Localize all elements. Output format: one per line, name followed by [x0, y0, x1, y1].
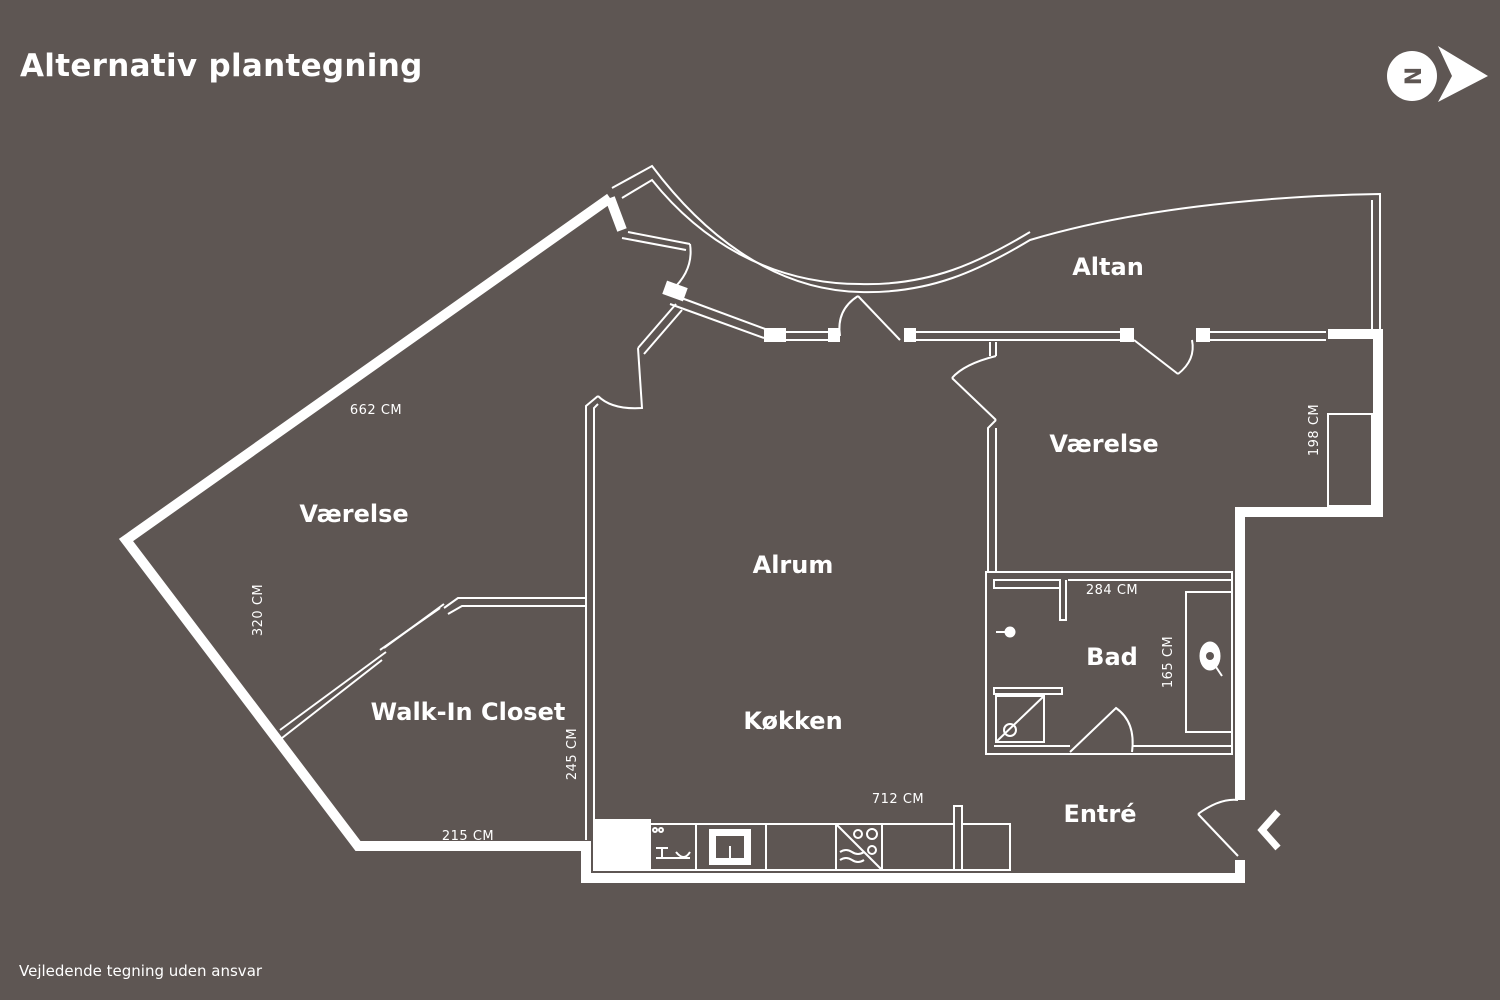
entrance-arrow-icon	[1257, 809, 1281, 851]
compass-letter: N	[1402, 67, 1427, 85]
balcony-outline	[611, 164, 1381, 330]
outer-walls	[118, 193, 1383, 883]
door-swings	[597, 243, 1239, 857]
dimension-662: 662 CM	[350, 403, 402, 418]
room-label-walk-in-closet: Walk-In Closet	[371, 698, 566, 726]
room-label-altan: Altan	[1072, 253, 1144, 281]
room-label-entre: Entré	[1063, 800, 1136, 828]
wall-stubs	[662, 280, 1210, 342]
window-strips	[621, 231, 1326, 355]
dimension-320: 320 CM	[251, 584, 266, 636]
bath-fixtures	[996, 626, 1223, 677]
room-label-alrum: Alrum	[753, 551, 834, 579]
interior-walls	[279, 342, 1373, 840]
room-label-koekken: Køkken	[743, 707, 842, 735]
room-label-vaerelse-left: Værelse	[299, 500, 408, 528]
compass-icon: N	[1387, 46, 1488, 102]
kitchen-counter	[593, 805, 1011, 871]
dimension-215: 215 CM	[442, 829, 494, 844]
disclaimer-text: Vejledende tegning uden ansvar	[19, 962, 263, 980]
room-label-bad: Bad	[1086, 643, 1138, 671]
dimension-165: 165 CM	[1161, 636, 1176, 688]
room-label-vaerelse-right: Værelse	[1049, 430, 1158, 458]
dimension-198: 198 CM	[1307, 404, 1322, 456]
dimension-284: 284 CM	[1086, 583, 1138, 598]
page-title: Alternativ plantegning	[20, 48, 423, 84]
dimension-245: 245 CM	[565, 728, 580, 780]
dimension-712: 712 CM	[872, 792, 924, 807]
